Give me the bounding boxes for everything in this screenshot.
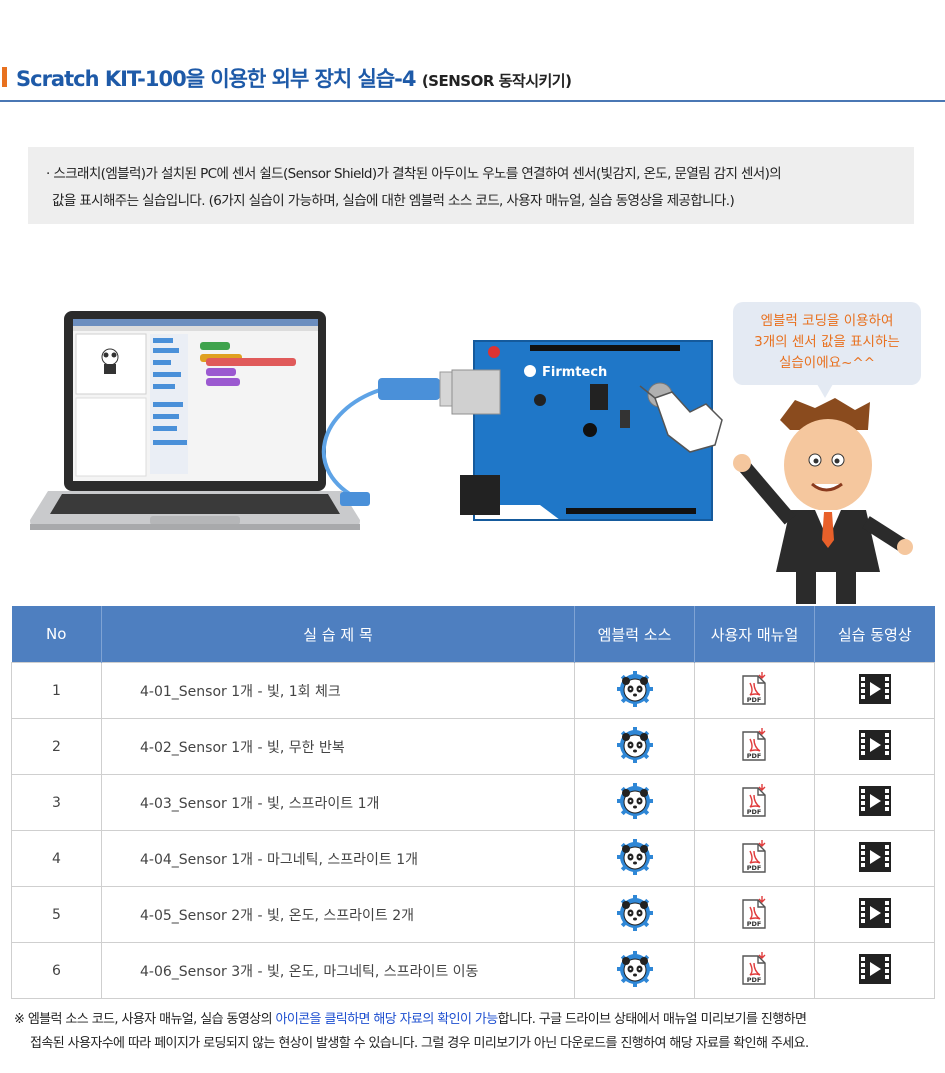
video-film-icon[interactable] bbox=[858, 785, 892, 821]
mblock-panda-icon[interactable] bbox=[616, 670, 653, 711]
pdf-download-icon[interactable]: PDF bbox=[740, 783, 770, 823]
user-manual-cell: PDF bbox=[694, 942, 815, 999]
mblock-panda-icon[interactable] bbox=[616, 726, 653, 767]
laptop-illustration bbox=[30, 311, 360, 530]
mblock-panda-icon[interactable] bbox=[616, 782, 653, 823]
row-title: 4-02_Sensor 1개 - 빛, 무한 반복 bbox=[101, 718, 575, 775]
row-title: 4-06_Sensor 3개 - 빛, 온도, 마그네틱, 스프라이트 이동 bbox=[101, 942, 575, 999]
mblock-source-cell bbox=[574, 886, 695, 943]
mblock-source-cell bbox=[574, 830, 695, 887]
arduino-board-illustration: Firmtech bbox=[451, 340, 713, 521]
svg-text:PDF: PDF bbox=[746, 752, 761, 760]
video-film-icon[interactable] bbox=[858, 897, 892, 933]
practice-video-cell bbox=[814, 662, 935, 719]
title-subtitle: (SENSOR 동작시키기) bbox=[421, 72, 572, 90]
speech-bubble-tail bbox=[817, 384, 833, 398]
row-title: 4-05_Sensor 2개 - 빛, 온도, 스프라이트 2개 bbox=[101, 886, 575, 943]
mblock-source-cell bbox=[574, 774, 695, 831]
row-no: 6 bbox=[11, 942, 102, 999]
bubble-line-2: 3개의 센서 값을 표시하는 bbox=[754, 334, 900, 350]
video-film-icon[interactable] bbox=[858, 673, 892, 709]
practice-video-cell bbox=[814, 774, 935, 831]
description-box: · 스크래치(엠블럭)가 설치된 PC에 센서 쉴드(Sensor Shield… bbox=[28, 147, 914, 224]
svg-text:PDF: PDF bbox=[746, 864, 761, 872]
row-no: 5 bbox=[11, 886, 102, 943]
mblock-panda-icon[interactable] bbox=[616, 894, 653, 935]
user-manual-cell: PDF bbox=[694, 662, 815, 719]
row-no: 3 bbox=[11, 774, 102, 831]
row-no: 2 bbox=[11, 718, 102, 775]
description-line-2: 값을 표시해주는 실습입니다. (6가지 실습이 가능하며, 실습에 대한 엠블… bbox=[52, 193, 735, 209]
table-header-row: No 실 습 제 목 엠블럭 소스 사용자 매뉴얼 실습 동영상 bbox=[11, 606, 935, 663]
mblock-source-cell bbox=[574, 662, 695, 719]
user-manual-cell: PDF bbox=[694, 830, 815, 887]
page-header: Scratch KIT-100을 이용한 외부 장치 실습-4 (SENSOR … bbox=[0, 58, 945, 102]
header-title: 실 습 제 목 bbox=[101, 606, 575, 663]
title-main: Scratch KIT-100을 이용한 외부 장치 실습-4 bbox=[16, 67, 416, 91]
board-brand-text: Firmtech bbox=[542, 365, 607, 380]
practice-video-cell bbox=[814, 942, 935, 999]
user-manual-cell: PDF bbox=[694, 718, 815, 775]
header-no: No bbox=[11, 606, 102, 663]
mblock-panda-icon[interactable] bbox=[616, 950, 653, 991]
note-line-1-pre: ※ 엠블럭 소스 코드, 사용자 매뉴얼, 실습 동영상의 bbox=[14, 1012, 276, 1027]
pdf-download-icon[interactable]: PDF bbox=[740, 671, 770, 711]
svg-text:PDF: PDF bbox=[746, 976, 761, 984]
hero-illustration: Firmtech bbox=[30, 311, 913, 604]
pdf-download-icon[interactable]: PDF bbox=[740, 951, 770, 991]
note-highlight: 아이콘을 클릭하면 해당 자료의 확인이 가능 bbox=[275, 1012, 498, 1027]
header-practice-video: 실습 동영상 bbox=[814, 606, 935, 663]
header-user-manual: 사용자 매뉴얼 bbox=[694, 606, 815, 663]
practice-video-cell bbox=[814, 886, 935, 943]
pdf-download-icon[interactable]: PDF bbox=[740, 839, 770, 879]
row-title: 4-03_Sensor 1개 - 빛, 스프라이트 1개 bbox=[101, 774, 575, 831]
cartoon-man-illustration bbox=[733, 398, 913, 604]
note-line-2: 접속된 사용자수에 따라 페이지가 로딩되지 않는 현상이 발생할 수 있습니다… bbox=[30, 1036, 809, 1051]
header-mblock-source: 엠블럭 소스 bbox=[574, 606, 695, 663]
description-line-1: · 스크래치(엠블럭)가 설치된 PC에 센서 쉴드(Sensor Shield… bbox=[46, 166, 782, 182]
svg-text:PDF: PDF bbox=[746, 920, 761, 928]
pdf-download-icon[interactable]: PDF bbox=[740, 727, 770, 767]
svg-text:PDF: PDF bbox=[746, 696, 761, 704]
page-title: Scratch KIT-100을 이용한 외부 장치 실습-4 (SENSOR … bbox=[16, 63, 572, 93]
row-no: 4 bbox=[11, 830, 102, 887]
video-film-icon[interactable] bbox=[858, 729, 892, 765]
practice-video-cell bbox=[814, 718, 935, 775]
note-line-1: ※ 엠블럭 소스 코드, 사용자 매뉴얼, 실습 동영상의 아이콘을 클릭하면 … bbox=[14, 1008, 807, 1027]
svg-text:PDF: PDF bbox=[746, 808, 761, 816]
mblock-panda-icon[interactable] bbox=[616, 838, 653, 879]
row-title: 4-01_Sensor 1개 - 빛, 1회 체크 bbox=[101, 662, 575, 719]
mblock-source-cell bbox=[574, 718, 695, 775]
row-no: 1 bbox=[11, 662, 102, 719]
practice-video-cell bbox=[814, 830, 935, 887]
user-manual-cell: PDF bbox=[694, 886, 815, 943]
user-manual-cell: PDF bbox=[694, 774, 815, 831]
bubble-line-1: 엠블럭 코딩을 이용하여 bbox=[760, 313, 894, 329]
speech-bubble: 엠블럭 코딩을 이용하여 3개의 센서 값을 표시하는 실습이에요~^^ bbox=[733, 302, 921, 385]
title-accent-mark bbox=[2, 67, 7, 87]
mblock-source-cell bbox=[574, 942, 695, 999]
pdf-download-icon[interactable]: PDF bbox=[740, 895, 770, 935]
row-title: 4-04_Sensor 1개 - 마그네틱, 스프라이트 1개 bbox=[101, 830, 575, 887]
bubble-line-3: 실습이에요~^^ bbox=[778, 355, 876, 371]
pointing-hand-illustration bbox=[639, 385, 723, 453]
video-film-icon[interactable] bbox=[858, 841, 892, 877]
video-film-icon[interactable] bbox=[858, 953, 892, 989]
note-line-1-post: 합니다. 구글 드라이브 상태에서 매뉴얼 미리보기를 진행하면 bbox=[497, 1012, 807, 1027]
